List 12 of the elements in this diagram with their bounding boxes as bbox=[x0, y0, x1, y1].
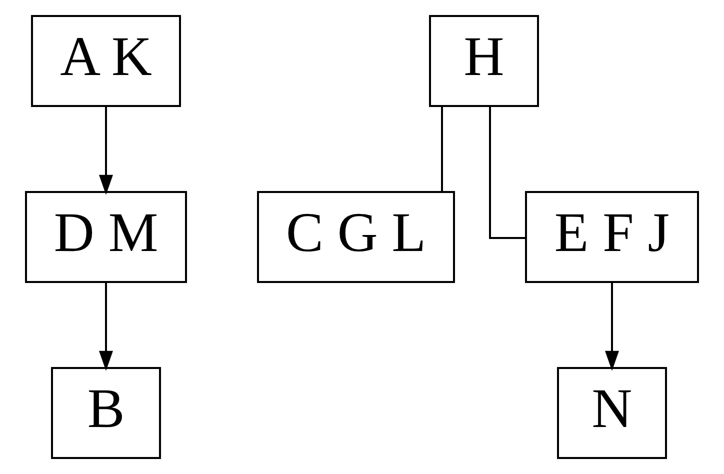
arrow bbox=[99, 106, 113, 195]
arrow bbox=[605, 282, 619, 371]
connector bbox=[441, 106, 443, 192]
node-box: H bbox=[429, 15, 539, 107]
node-box: B bbox=[51, 367, 161, 459]
node-box: C G L bbox=[257, 191, 455, 283]
node-box: E F J bbox=[525, 191, 699, 283]
connector bbox=[489, 106, 526, 239]
arrow bbox=[99, 282, 113, 371]
node-box: A K bbox=[31, 15, 181, 107]
node-box: N bbox=[557, 367, 667, 459]
node-box: D M bbox=[25, 191, 187, 283]
